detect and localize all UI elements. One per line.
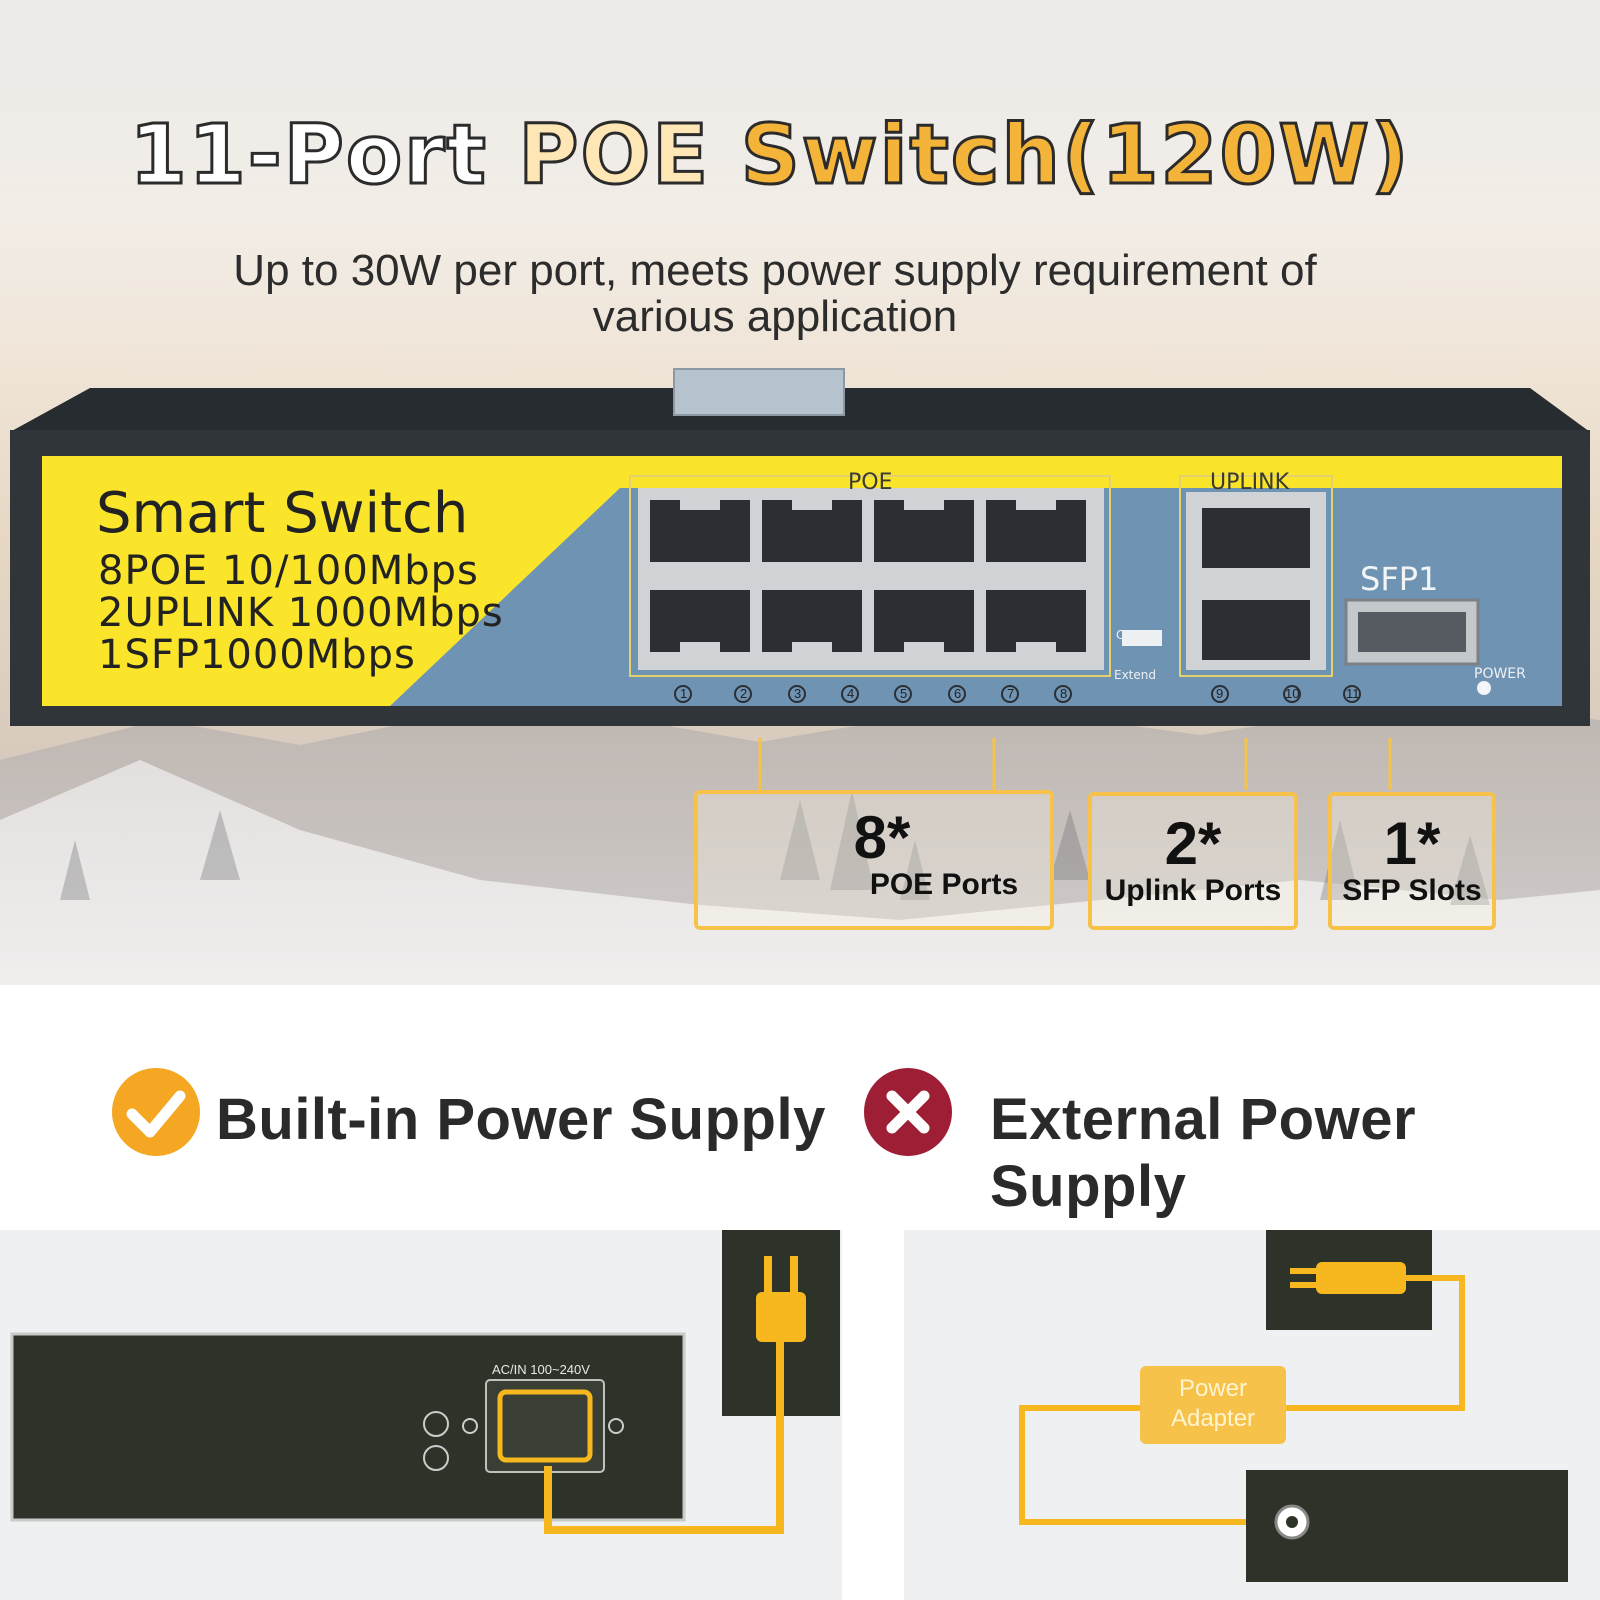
title-part-switch: Switch(120W)	[739, 107, 1411, 205]
port-number-5: 5	[900, 686, 908, 701]
port-2	[650, 590, 750, 652]
callout-uplink-label: Uplink Ports	[1104, 874, 1282, 907]
subtitle-line-1: Up to 30W per port, meets power supply r…	[233, 246, 1317, 295]
feature-external-power: External Power Supply	[990, 1087, 1417, 1219]
device-spec-poe: 8POE 10/100Mbps	[98, 548, 479, 594]
adapter-plug	[1316, 1262, 1406, 1294]
port-3	[762, 500, 862, 562]
title-part-port: 11-Port	[128, 107, 488, 205]
callout-poe-ports: 8* POE Ports	[694, 790, 1054, 930]
callout-uplink-count: 2*	[1164, 810, 1222, 877]
device-spec-uplink: 2UPLINK 1000Mbps	[98, 590, 504, 636]
switch-label-top: OFF/ON	[1116, 628, 1162, 642]
screw-right-icon	[608, 1418, 624, 1434]
feature-builtin-power: Built-in Power Supply	[216, 1087, 826, 1152]
terminal-icon	[423, 1411, 449, 1437]
poe-group-label: POE	[848, 470, 893, 495]
port-number-7: 7	[1007, 686, 1015, 701]
port-number-markers	[674, 685, 1361, 703]
subtitle-line-2: various application	[592, 292, 958, 341]
callout-poe-label: POE Ports	[869, 868, 1019, 901]
switch-label-bottom: Extend	[1114, 668, 1156, 682]
port-6	[874, 590, 974, 652]
device-spec-sfp: 1SFP1000Mbps	[98, 632, 416, 678]
callout-sfp-label: SFP Slots	[1342, 874, 1482, 907]
poe-group-frame	[629, 475, 1111, 677]
adapter-label-line-2: Adapter	[1171, 1405, 1255, 1432]
device-label-badge	[673, 368, 845, 416]
ac-socket	[497, 1389, 593, 1463]
power-led	[1477, 681, 1491, 695]
screw-left-icon	[462, 1418, 478, 1434]
uplink-ports	[1202, 508, 1310, 660]
sfp-slot-inner	[1358, 612, 1466, 652]
port-tabs	[680, 500, 1056, 652]
adapter-output-cable	[1019, 1405, 1284, 1525]
callout-uplink-ports: 2* Uplink Ports	[1088, 792, 1298, 930]
switch-device	[10, 388, 1590, 726]
port-1	[650, 500, 750, 562]
port-number-2: 2	[740, 686, 748, 701]
power-cable	[544, 1342, 784, 1534]
cross-icon	[864, 1068, 952, 1156]
port-number-10: 10	[1285, 686, 1300, 701]
port-4	[762, 590, 862, 652]
ground-icon	[423, 1445, 449, 1471]
port-number-6: 6	[954, 686, 962, 701]
sfp-label: SFP1	[1360, 560, 1439, 598]
hero-section: 11-Port POE Switch(120W) Up to 30W per p…	[0, 0, 1600, 985]
port-8	[986, 590, 1086, 652]
port-number-8: 8	[1060, 686, 1068, 701]
title-part-poe: POE	[517, 107, 711, 205]
port-number-11: 11	[1346, 686, 1360, 701]
extend-switch	[1122, 630, 1162, 646]
power-adapter-box	[1140, 1366, 1286, 1444]
check-icon	[112, 1068, 200, 1156]
port-7	[986, 500, 1086, 562]
power-label: POWER	[1474, 666, 1526, 682]
callout-poe-count: 8*	[853, 804, 911, 871]
port-number-9: 9	[1216, 686, 1224, 701]
device-name: Smart Switch	[96, 481, 469, 546]
port-10	[1202, 600, 1310, 660]
ac-input-label: AC/IN 100~240V	[492, 1362, 590, 1377]
uplink-group-frame	[1179, 475, 1333, 677]
port-number-3: 3	[794, 686, 802, 701]
port-number-4: 4	[847, 686, 855, 701]
external-diagram: Power Adapter	[1019, 1230, 1568, 1582]
callout-connectors	[758, 738, 1392, 790]
port-9	[1202, 508, 1310, 568]
poe-ports	[650, 500, 1086, 652]
tree-silhouettes	[60, 790, 1490, 905]
callout-sfp-count: 1*	[1383, 810, 1441, 877]
page-title: 11-Port POE Switch(120W)	[0, 107, 1540, 205]
callout-sfp-slots: 1* SFP Slots	[1328, 792, 1496, 930]
page-subtitle: Up to 30W per port, meets power supply r…	[80, 248, 1470, 340]
front-panel-yellow	[42, 456, 1562, 706]
port-5	[874, 500, 974, 562]
plug-body	[756, 1292, 806, 1342]
adapter-input-cable	[1286, 1275, 1465, 1411]
adapter-label-line-1: Power	[1179, 1375, 1247, 1402]
builtin-diagram: AC/IN 100~240V	[10, 1230, 840, 1534]
uplink-group-label: UPLINK	[1210, 470, 1289, 495]
port-number-1: 1	[680, 686, 688, 701]
